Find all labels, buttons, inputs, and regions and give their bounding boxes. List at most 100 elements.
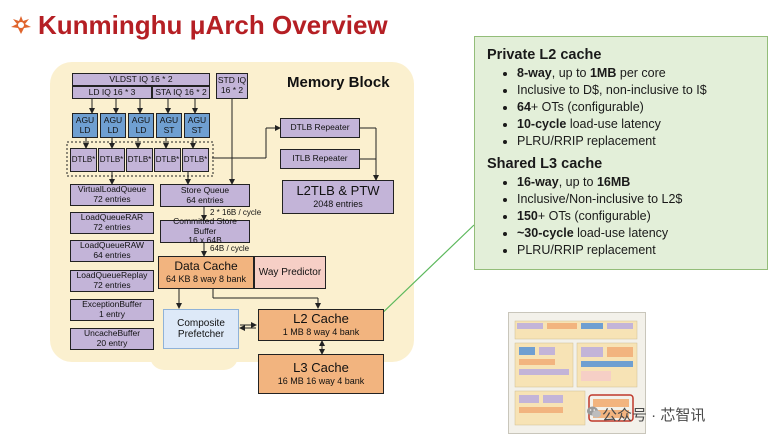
- agu-label: AGU: [187, 114, 207, 125]
- uncache-buffer: UncacheBuffer 20 entry: [70, 328, 154, 350]
- agu-st-2: AGU ST: [184, 113, 210, 138]
- queue-name: LoadQueueRAW: [80, 240, 144, 251]
- dtlb-label: DTLB*: [99, 155, 124, 165]
- itlb-repeater: ITLB Repeater: [280, 149, 360, 169]
- agu-type: ST: [163, 124, 175, 135]
- l2-cache-title: L2 Cache: [293, 311, 349, 327]
- watermark-text: 公众号 · 芯智讯: [602, 407, 706, 424]
- shared-l3-item: Inclusive/Non-inclusive to L2$: [517, 191, 767, 208]
- prefetcher-line1: Composite: [177, 317, 225, 329]
- sta-iq: STA IQ 16 * 2: [152, 86, 210, 99]
- way-predictor-label: Way Predictor: [258, 266, 322, 278]
- dtlb-label: DTLB*: [71, 155, 96, 165]
- dtlb-label: DTLB*: [155, 155, 180, 165]
- dtlb-1: DTLB*: [70, 148, 97, 172]
- virtual-load-queue: VirtualLoadQueue 72 entries: [70, 184, 154, 206]
- agu-ld-1: AGU LD: [72, 113, 98, 138]
- agu-st-1: AGU ST: [156, 113, 182, 138]
- dtlb-2: DTLB*: [98, 148, 125, 172]
- vldst-iq: VLDST IQ 16 * 2: [72, 73, 210, 86]
- prefetcher-line2: Prefetcher: [177, 329, 225, 340]
- memory-block-label: Memory Block: [287, 74, 390, 91]
- store-queue: Store Queue 64 entries: [160, 184, 250, 207]
- l2-cache-spec: 1 MB 8 way 4 bank: [282, 327, 360, 338]
- committed-store-buffer: Committed Store Buffer 16 x 64B: [160, 215, 250, 246]
- itlb-repeater-label: ITLB Repeater: [292, 153, 348, 164]
- queue-name: VirtualLoadQueue: [77, 184, 147, 195]
- data-cache-spec: 64 KB 8 way 8 bank: [165, 274, 247, 285]
- vldst-iq-label: VLDST IQ 16 * 2: [109, 73, 173, 84]
- shared-l3-item: 16-way, up to 16MB: [517, 174, 767, 191]
- csb-size: 16 x 64B: [188, 235, 222, 246]
- dtlb-repeater-label: DTLB Repeater: [290, 122, 350, 133]
- agu-type: LD: [135, 124, 147, 135]
- store-queue-entries: 64 entries: [186, 194, 224, 205]
- queue-entries: 72 entries: [93, 222, 131, 232]
- l2-cache: L2 Cache 1 MB 8 way 4 bank: [258, 309, 384, 341]
- dtlb-3: DTLB*: [126, 148, 153, 172]
- queue-name: UncacheBuffer: [83, 328, 141, 339]
- wechat-icon: [586, 404, 602, 420]
- l3-cache-title: L3 Cache: [293, 360, 349, 376]
- logo-icon: [10, 14, 32, 36]
- queue-name: LoadQueueReplay: [76, 270, 148, 281]
- load-queue-rar: LoadQueueRAR 72 entries: [70, 212, 154, 234]
- store-queue-name: Store Queue: [180, 184, 230, 195]
- agu-label: AGU: [131, 114, 151, 125]
- shared-l3-item: ~30-cycle load-use latency: [517, 225, 767, 242]
- private-l2-item: PLRU/RRIP replacement: [517, 133, 767, 150]
- queue-name: ExceptionBuffer: [82, 299, 142, 310]
- std-iq: STD IQ 16 * 2: [216, 73, 248, 99]
- agu-ld-2: AGU LD: [100, 113, 126, 138]
- dtlb-label: DTLB*: [127, 155, 152, 165]
- agu-type: LD: [107, 124, 119, 135]
- load-queue-raw: LoadQueueRAW 64 entries: [70, 240, 154, 262]
- l3-cache-spec: 16 MB 16 way 4 bank: [277, 376, 365, 387]
- load-queue-replay: LoadQueueReplay 72 entries: [70, 270, 154, 292]
- dtlb-label: DTLB*: [183, 155, 208, 165]
- ld-iq-label: LD IQ 16 * 3: [88, 86, 136, 97]
- private-l2-list: 8-way, up to 1MB per core Inclusive to D…: [487, 65, 767, 150]
- agu-type: ST: [191, 124, 203, 135]
- queue-entries: 72 entries: [93, 280, 131, 290]
- queue-entries: 20 entry: [96, 338, 128, 348]
- bw-label-sq-csb: 2 * 16B / cycle: [210, 208, 262, 217]
- csb-name: Committed Store Buffer: [173, 215, 237, 236]
- shared-l3-item: PLRU/RRIP replacement: [517, 242, 767, 259]
- std-iq-line2: 16 * 2: [220, 85, 244, 95]
- shared-l3-list: 16-way, up to 16MB Inclusive/Non-inclusi…: [487, 174, 767, 259]
- private-l2-item: 8-way, up to 1MB per core: [517, 65, 767, 82]
- l3-cache: L3 Cache 16 MB 16 way 4 bank: [258, 354, 384, 394]
- dtlb-4: DTLB*: [154, 148, 181, 172]
- data-cache: Data Cache 64 KB 8 way 8 bank: [158, 256, 254, 289]
- l2tlb-entries: 2048 entries: [313, 199, 363, 210]
- agu-label: AGU: [75, 114, 95, 125]
- queue-entries: 72 entries: [93, 194, 131, 204]
- exception-buffer: ExceptionBuffer 1 entry: [70, 299, 154, 321]
- page-title: Kunminghu μArch Overview: [38, 10, 388, 40]
- cache-info-panel: Private L2 cache 8-way, up to 1MB per co…: [474, 36, 768, 270]
- agu-label: AGU: [103, 114, 123, 125]
- agu-label: AGU: [159, 114, 179, 125]
- shared-l3-item: 150+ OTs (configurable): [517, 208, 767, 225]
- l2tlb-ptw: L2TLB & PTW 2048 entries: [282, 180, 394, 214]
- queue-entries: 64 entries: [93, 250, 131, 260]
- private-l2-item: 10-cycle load-use latency: [517, 116, 767, 133]
- queue-entries: 1 entry: [99, 309, 125, 319]
- dtlb-5: DTLB*: [182, 148, 209, 172]
- agu-ld-3: AGU LD: [128, 113, 154, 138]
- private-l2-item: Inclusive to D$, non-inclusive to I$: [517, 82, 767, 99]
- l2tlb-title: L2TLB & PTW: [296, 183, 380, 199]
- way-predictor: Way Predictor: [254, 256, 326, 289]
- sta-iq-label: STA IQ 16 * 2: [155, 86, 207, 97]
- ld-iq: LD IQ 16 * 3: [72, 86, 152, 99]
- private-l2-item: 64+ OTs (configurable): [517, 99, 767, 116]
- composite-prefetcher: Composite Prefetcher: [163, 309, 239, 349]
- agu-type: LD: [79, 124, 91, 135]
- std-iq-line1: STD IQ: [217, 75, 247, 86]
- dtlb-repeater: DTLB Repeater: [280, 118, 360, 138]
- shared-l3-title: Shared L3 cache: [487, 156, 603, 172]
- private-l2-title: Private L2 cache: [487, 47, 602, 63]
- bw-label-csb-dc: 64B / cycle: [210, 244, 250, 253]
